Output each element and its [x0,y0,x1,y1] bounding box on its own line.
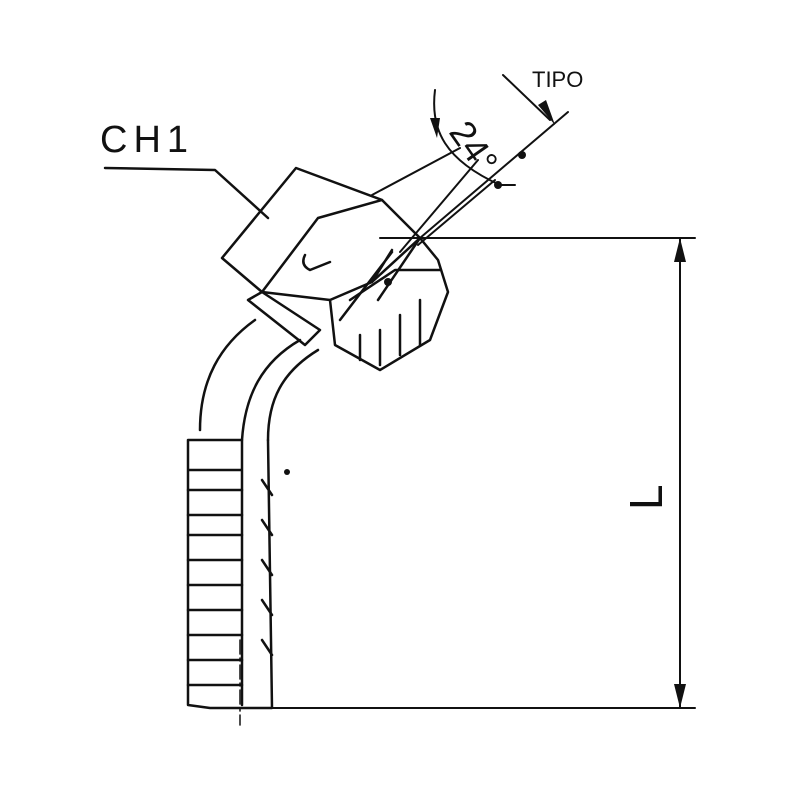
arrowheads [284,100,686,708]
hose-tail [186,438,274,710]
tube-inner2 [266,348,320,442]
ch1-leader [103,166,270,220]
ch1-label: CH1 [100,119,194,161]
socket-detail [348,268,442,367]
tipo-arrow-line [502,74,551,121]
angle-arc [433,89,516,186]
angle-lines [371,111,569,253]
tube-inner [240,338,302,442]
angle-label: 24° [441,113,506,181]
collar [246,290,322,347]
nut [220,166,422,302]
tube-outer [198,318,257,432]
nut-flat [260,198,384,294]
tail-ridges [186,478,274,687]
nut-mark [302,253,332,272]
socket [328,236,450,372]
length-label: L [620,484,672,510]
tipo-label: TIPO [532,67,583,92]
cone-lines [338,236,422,322]
